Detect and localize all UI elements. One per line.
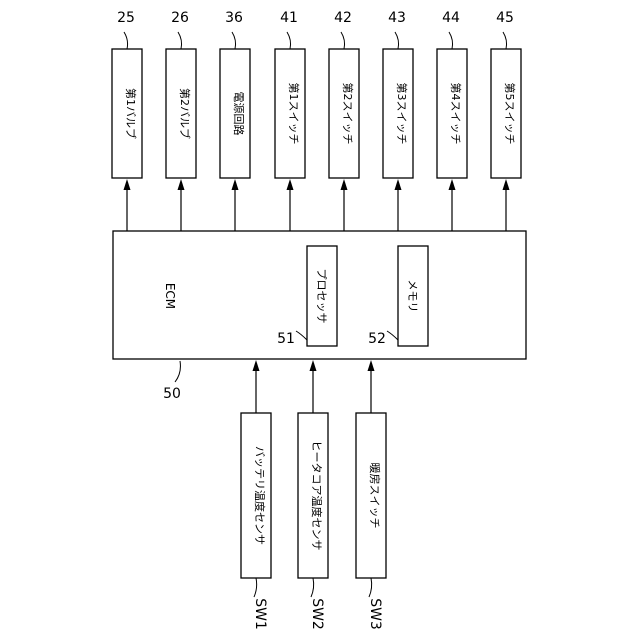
output-label: 電源回路	[232, 92, 246, 136]
output-label: 第1バルブ	[124, 88, 138, 139]
output-arrowhead	[178, 179, 185, 190]
output-block: 第2スイッチ 42	[329, 10, 359, 231]
input-arrowhead	[368, 360, 375, 371]
output-ref: 26	[171, 10, 189, 26]
output-leader-line	[341, 32, 345, 49]
ecm-label: ECM	[163, 283, 177, 309]
output-arrowhead	[503, 179, 510, 190]
output-ref: 41	[280, 10, 298, 26]
processor-label: プロセッサ	[315, 269, 328, 324]
output-label: 第4スイッチ	[449, 83, 463, 145]
input-label: バッテリ温度センサ	[253, 446, 267, 545]
output-block: 第1バルブ 25	[112, 10, 142, 231]
input-arrowhead	[310, 360, 317, 371]
input-block: バッテリ温度センサ SW1	[241, 360, 271, 630]
output-ref: 42	[334, 10, 352, 26]
output-leader-line	[449, 32, 453, 49]
output-ref: 25	[117, 10, 135, 26]
output-block: 第4スイッチ 44	[437, 10, 467, 231]
output-leader-line	[178, 32, 182, 49]
ecm-leader-line	[175, 361, 180, 382]
output-ref: 45	[496, 10, 514, 26]
input-block: 暖房スイッチ SW3	[356, 360, 386, 630]
output-block: 第5スイッチ 45	[491, 10, 521, 231]
output-label: 第5スイッチ	[503, 83, 517, 145]
output-arrowhead	[232, 179, 239, 190]
output-arrowhead	[287, 179, 294, 190]
output-label: 第2バルブ	[178, 88, 192, 139]
output-leader-line	[124, 32, 128, 49]
output-leader-line	[503, 32, 507, 49]
output-arrowhead	[449, 179, 456, 190]
input-leader-line	[254, 578, 257, 597]
input-ref: SW2	[309, 598, 325, 630]
output-arrowhead	[124, 179, 131, 190]
output-label: 第1スイッチ	[287, 83, 301, 145]
input-leader-line	[369, 578, 372, 597]
output-leader-line	[395, 32, 399, 49]
output-label: 第3スイッチ	[395, 83, 409, 145]
output-block: 電源回路 36	[220, 10, 250, 231]
output-ref: 36	[225, 10, 243, 26]
output-leader-line	[232, 32, 236, 49]
input-block: ヒータコア温度センサ SW2	[298, 360, 328, 630]
output-label: 第2スイッチ	[341, 83, 355, 145]
processor-ref: 51	[277, 331, 295, 347]
ecm-ref: 50	[163, 386, 181, 402]
memory-ref: 52	[368, 331, 386, 347]
input-leader-line	[311, 578, 314, 597]
input-arrowhead	[253, 360, 260, 371]
output-block: 第2バルブ 26	[166, 10, 196, 231]
input-label: 暖房スイッチ	[368, 463, 381, 529]
output-block: 第3スイッチ 43	[383, 10, 413, 231]
input-ref: SW1	[252, 598, 268, 630]
input-ref: SW3	[367, 598, 383, 630]
memory-label: メモリ	[406, 280, 419, 313]
output-ref: 44	[442, 10, 460, 26]
output-block: 第1スイッチ 41	[275, 10, 305, 231]
output-ref: 43	[388, 10, 406, 26]
output-arrowhead	[395, 179, 402, 190]
output-arrowhead	[341, 179, 348, 190]
input-label: ヒータコア温度センサ	[310, 441, 324, 551]
output-leader-line	[287, 32, 291, 49]
